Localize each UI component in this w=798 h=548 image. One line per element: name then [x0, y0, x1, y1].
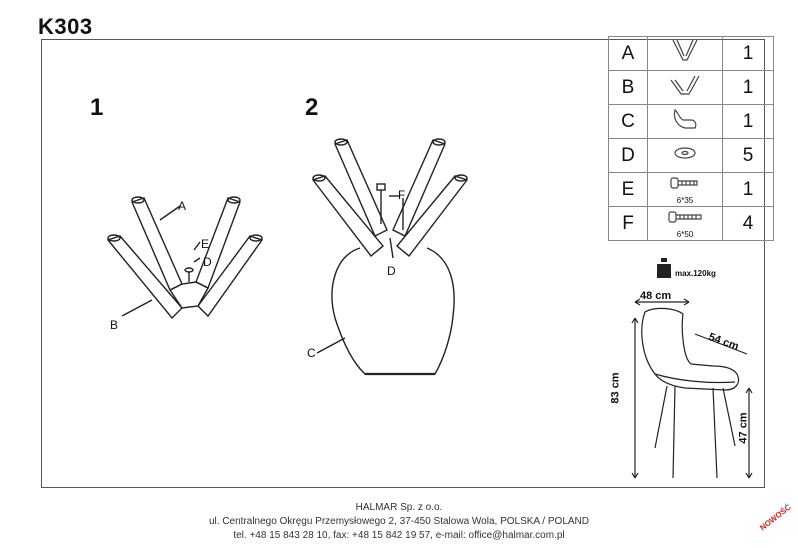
dimension-seat-height: 47 cm	[737, 412, 750, 444]
bolt-icon	[670, 177, 698, 189]
max-load: max.120kg	[656, 258, 716, 278]
bolt-size-label: 6*50	[676, 230, 694, 239]
footer-address: ul. Centralnego Okręgu Przemysłowego 2, …	[208, 516, 589, 527]
parts-row: B 1	[608, 70, 774, 105]
bolt-icon	[668, 211, 702, 223]
part-picture: 6*35	[647, 172, 723, 207]
part-letter: E	[608, 172, 648, 207]
part-picture	[647, 104, 723, 139]
step-number-1: 1	[90, 94, 104, 121]
label-c: C	[307, 346, 316, 360]
part-picture	[647, 36, 723, 71]
seat-shell-icon	[673, 109, 697, 129]
label-d-step1: D	[203, 255, 212, 269]
step-number-2: 2	[305, 94, 319, 121]
chair-legs-icon	[670, 75, 700, 95]
bolt-size-label: 6*35	[676, 196, 694, 205]
chair-dimensions-drawing	[631, 298, 753, 479]
parts-row: C 1	[608, 104, 774, 139]
footer-contact: tel. +48 15 843 28 10, fax: +48 15 842 1…	[233, 530, 565, 541]
part-picture	[647, 70, 723, 105]
part-picture	[647, 138, 723, 173]
step1-leg-frame-drawing	[106, 196, 264, 320]
footer-company: HALMAR Sp. z o.o.	[355, 502, 443, 513]
drawing-frame	[41, 39, 765, 488]
label-a: A	[178, 199, 187, 213]
part-quantity: 1	[722, 104, 774, 139]
parts-row: F 6*50 4	[608, 206, 774, 241]
part-letter: C	[608, 104, 648, 139]
label-d-step2: D	[387, 264, 396, 278]
part-quantity: 1	[722, 172, 774, 207]
label-f: F	[398, 188, 406, 202]
dimension-height: 83 cm	[609, 372, 622, 404]
part-quantity: 1	[722, 36, 774, 71]
parts-row: E 6*35 1	[608, 172, 774, 207]
max-load-label: max.120kg	[675, 269, 716, 278]
part-quantity: 1	[722, 70, 774, 105]
chair-legs-icon	[672, 39, 698, 61]
part-letter: A	[608, 36, 648, 71]
part-quantity: 4	[722, 206, 774, 241]
washer-icon	[674, 147, 696, 159]
part-letter: D	[608, 138, 648, 173]
weight-icon	[657, 258, 671, 278]
step2-seat-assembly-drawing	[311, 138, 469, 376]
model-code: K303	[38, 14, 93, 39]
dimension-width: 48 cm	[640, 290, 672, 302]
label-b: B	[110, 318, 119, 332]
part-picture: 6*50	[647, 206, 723, 241]
part-letter: F	[608, 206, 648, 241]
label-e: E	[201, 237, 210, 251]
parts-row: D 5	[608, 138, 774, 173]
parts-row: A 1	[608, 36, 774, 71]
parts-table: A 1 B 1 C 1 D 5 E 6*35 1 F	[608, 36, 774, 241]
part-quantity: 5	[722, 138, 774, 173]
part-letter: B	[608, 70, 648, 105]
